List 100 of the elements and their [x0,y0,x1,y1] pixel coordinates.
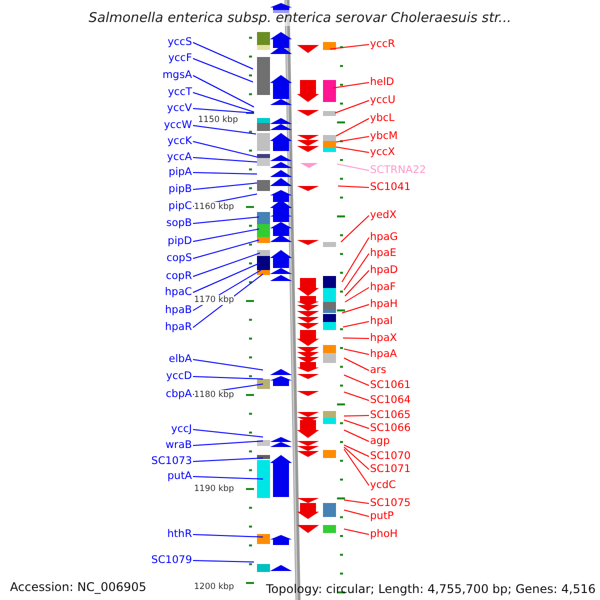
leader-line [336,146,370,153]
leader-line [192,125,256,134]
gene-label: pipB [168,183,192,196]
leader-line [336,118,370,136]
leader-line [192,560,254,562]
gene-label: copS [166,252,192,265]
title: Salmonella enterica subsp. enterica serovar Choleraesuis str... [88,10,512,26]
gene-label: elbA [168,353,192,366]
gene-label: yccT [168,86,192,99]
leader-line [192,141,258,158]
leader-line [192,274,264,328]
leader-line [340,215,370,242]
leader-line [332,82,370,88]
leader-line [192,75,254,108]
leader-line [192,429,264,438]
scale-label: 1200 kbp [194,582,234,592]
gene-label: pipA [168,166,192,179]
leader-line [344,392,370,401]
leader-line [192,42,254,70]
gene-label: SC1065 [370,409,411,422]
scale-label: 1170 kbp [194,295,234,305]
leader-line [192,262,260,293]
leader-line [344,448,370,486]
gene-label: SC1070 [370,450,411,463]
leader-line [344,528,370,535]
gene-label: hpaH [370,298,398,311]
gene-label: ycdC [370,479,396,492]
leader-line [344,415,370,416]
gene-label: SC1079 [151,554,192,567]
gene-label: wraB [165,439,192,452]
gene-label: hpaB [165,304,192,317]
gene-label: yccJ [171,423,192,436]
leader-line [192,458,264,462]
leader-line [342,304,370,314]
gene-label: hpaD [370,264,398,277]
leader-line [344,358,370,371]
leader-line [192,108,254,114]
leader-line [336,164,370,171]
leader-line [192,240,260,259]
scale-label: 1150 kbp [198,115,238,125]
leader-line [192,252,260,277]
gene-label: cbpA [166,388,192,401]
leader-line [344,500,370,504]
leader-line [344,374,370,386]
gene-label: ybcM [370,130,398,143]
leader-line [192,270,262,311]
gene-label: SC1064 [370,394,411,407]
gene-label: hthR [167,528,192,541]
leader-line [192,92,254,112]
leader-line [344,287,370,302]
gene-label: yccK [167,135,192,148]
leader-line [338,186,370,188]
leader-line [192,376,264,380]
gene-label: hpaC [164,286,192,299]
gene-label: hpaG [370,231,398,244]
leader-line [336,136,370,142]
leader-line [344,420,370,429]
gene-label: SC1061 [370,379,411,392]
gene-label: hpaR [164,321,192,334]
scale-label: 1190 kbp [194,484,234,494]
leader-line [334,100,370,114]
scale-label: 1180 kbp [194,390,234,400]
leader-line [192,359,264,370]
gene-label: sopB [166,217,192,230]
leader-line [342,237,370,282]
gene-label: yccX [370,146,395,159]
gene-label: pipC [168,200,192,213]
gene-label: SC1073 [151,455,192,468]
gene-label: hpaX [370,332,397,345]
leader-line [192,476,264,480]
gene-label: yccA [167,151,192,164]
gene-label: ars [370,364,386,377]
gene-label: hpaE [370,247,396,260]
leader-line [344,253,370,290]
gene-label: helD [370,76,394,89]
gene-label: yedX [370,209,397,222]
leader-line [330,44,370,50]
gene-label: yccD [166,370,192,383]
gene-label: phoH [370,528,398,541]
gene-label: putP [370,510,394,523]
leader-line [192,440,264,446]
gene-label: agp [370,435,390,448]
gene-label: yccR [370,38,396,51]
gene-label: yccF [168,52,192,65]
info-text: Topology: circular; Length: 4,755,700 bp; Genes: 4,516 [266,582,596,596]
leader-line [342,338,370,339]
leader-line [344,446,370,470]
leader-line [344,430,370,442]
leader-line [192,194,258,207]
leader-line [192,157,258,162]
gene-label: hpaF [370,281,396,294]
gene-label: SC1041 [370,181,411,194]
gene-label: yccS [168,36,192,49]
gene-label: putA [167,470,192,483]
leader-line [192,172,258,174]
gene-label: yccV [167,102,192,115]
leader-line [342,321,370,328]
gene-label: hpaA [370,348,397,361]
gene-label: SC1075 [370,497,411,510]
leader-line [192,216,260,224]
